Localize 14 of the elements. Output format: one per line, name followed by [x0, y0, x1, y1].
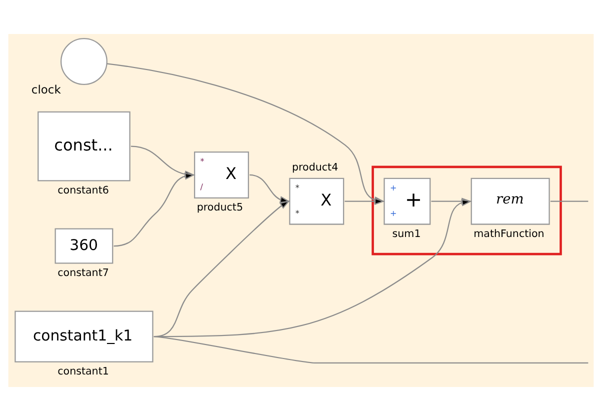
node-label: product5 — [196, 201, 244, 214]
node-circle — [60, 38, 108, 84]
arrow — [114, 172, 196, 246]
connector — [154, 336, 588, 363]
node-label: constant6 — [58, 184, 109, 196]
node-label: constant1 — [58, 365, 109, 378]
connector — [550, 200, 588, 202]
node-label: clock — [31, 82, 61, 96]
node-label: product4 — [292, 161, 338, 174]
cluster — [372, 165, 562, 255]
node-label: constant7 — [58, 266, 109, 279]
node-label: sum1 — [392, 228, 421, 240]
arrow — [344, 197, 385, 204]
node-label: mathFunction — [474, 228, 544, 240]
